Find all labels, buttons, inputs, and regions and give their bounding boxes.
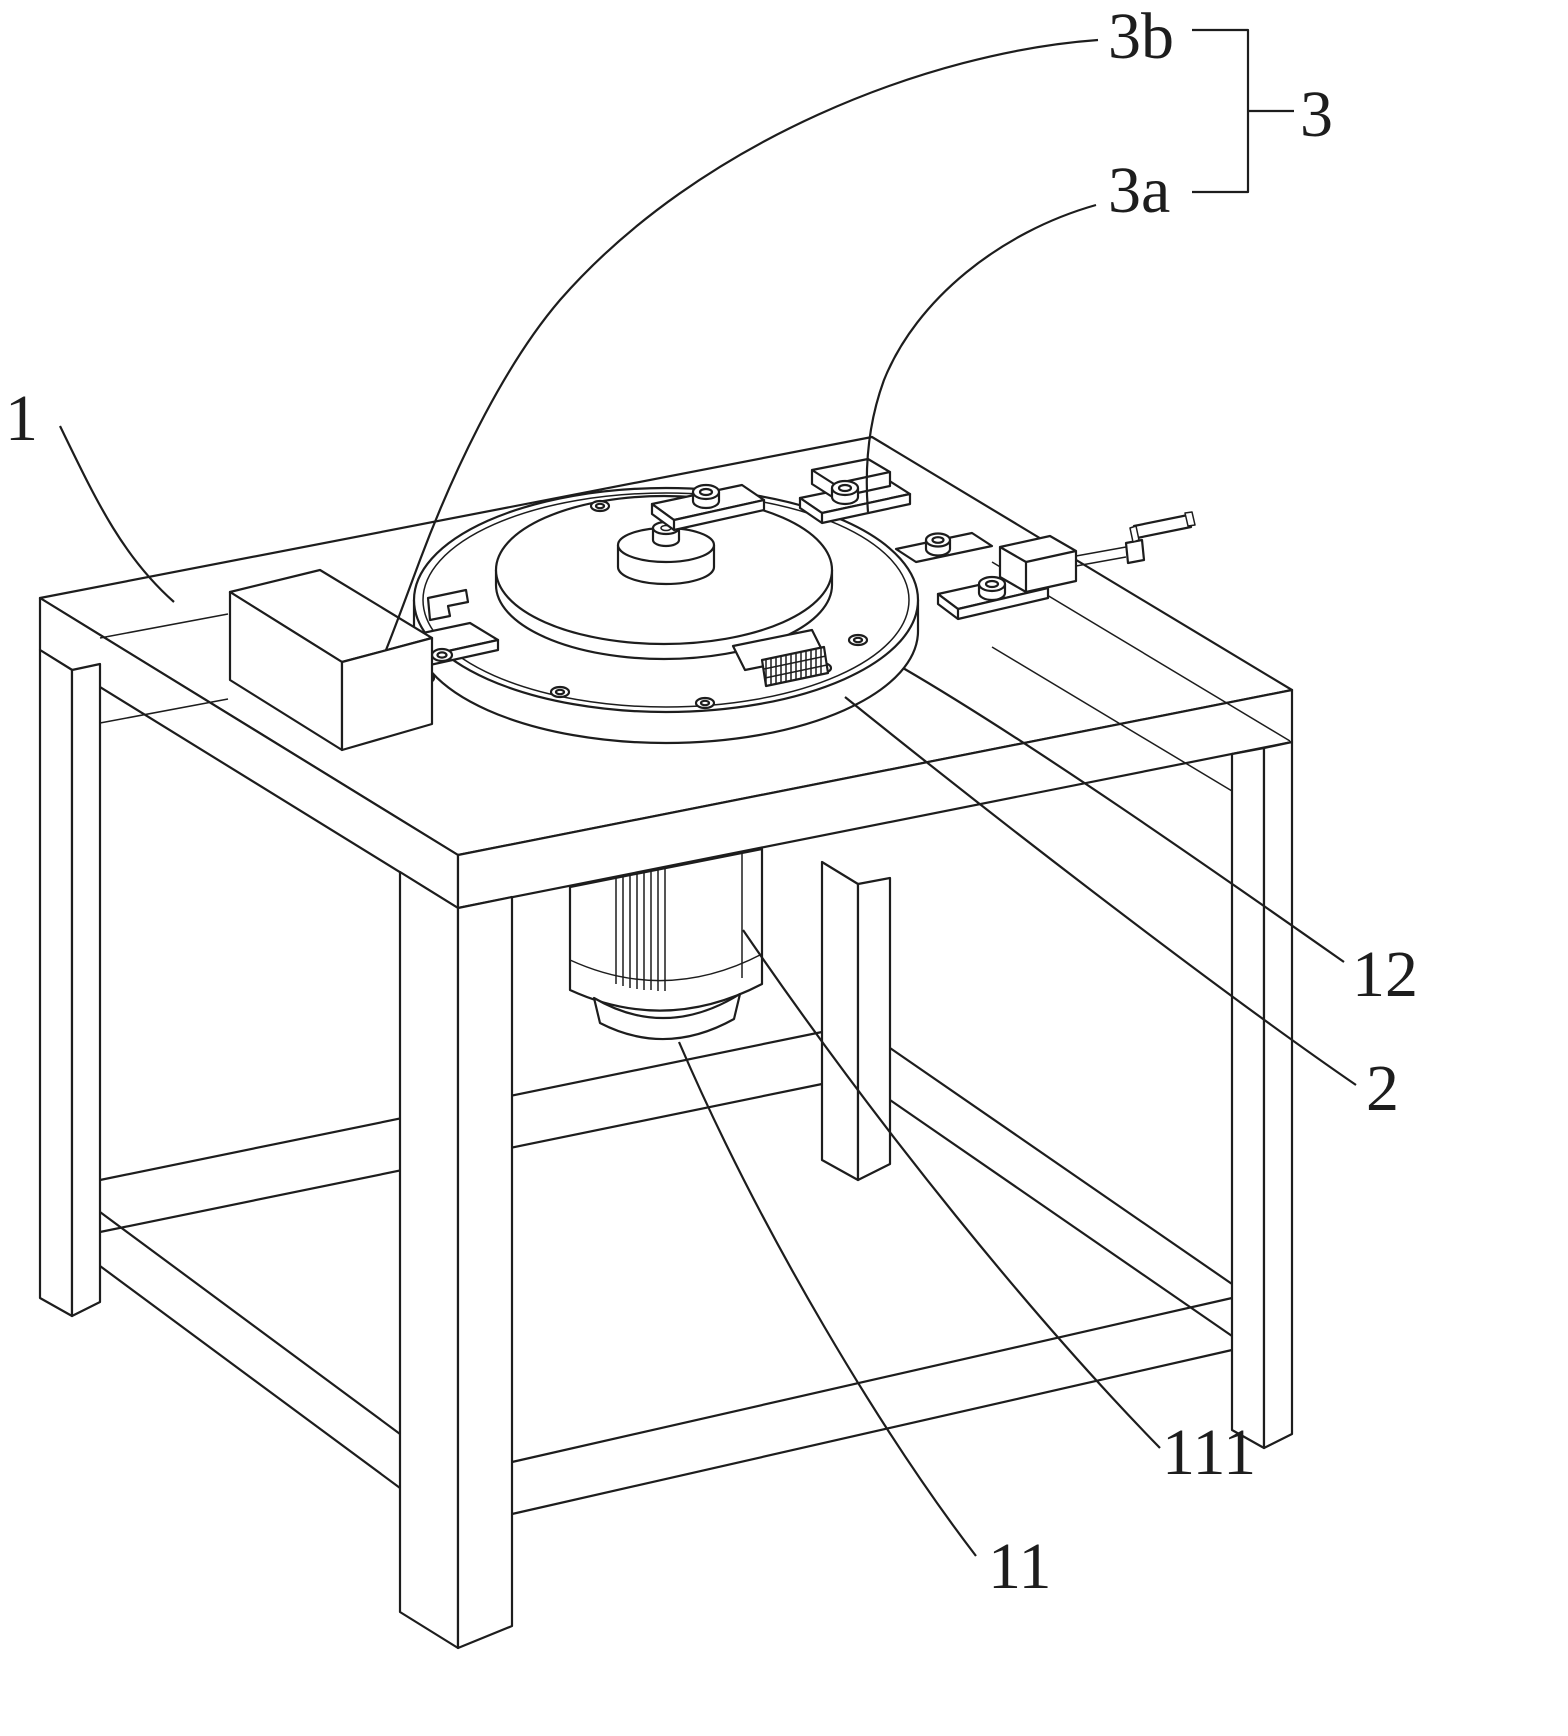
motor-seam [569, 953, 763, 982]
t-handle-end-caps [1129, 511, 1196, 543]
right-clamp-bolt [977, 575, 1007, 602]
knurl-hatch [765, 648, 822, 686]
leader-111 [742, 929, 1161, 1449]
rotary-disc [412, 486, 920, 745]
left-clamp [228, 568, 500, 752]
left-leg-face-b [70, 662, 102, 1318]
stretcher-front-right-top [511, 1296, 1233, 1464]
lead-screw-collar [1124, 538, 1146, 565]
leader-lines [59, 28, 1357, 1557]
label-3: 3 [1300, 78, 1333, 151]
press-plate-3-bolt [924, 532, 952, 557]
left-leg-face-a [38, 648, 74, 1318]
t-handle [1132, 513, 1193, 540]
motor [568, 847, 764, 1041]
leader-12 [902, 667, 1345, 963]
front-leg-face-a [398, 870, 460, 1650]
back-leg-face-left [820, 860, 860, 1182]
label-11: 11 [988, 1530, 1052, 1603]
label-3b: 3b [1108, 0, 1174, 73]
bracket-3 [1192, 28, 1294, 194]
motor-body [568, 847, 764, 1012]
stretcher-front-left-top [99, 1211, 401, 1435]
leader-1 [59, 425, 175, 603]
leader-2 [844, 696, 1357, 1086]
right-clamp [936, 511, 1196, 621]
left-block-side [340, 636, 434, 752]
press-plate-2-side [798, 492, 912, 525]
back-right-apron-bottom [991, 646, 1233, 792]
press-plate-1-bolt [691, 483, 721, 510]
back-left-apron-bottom [99, 698, 229, 724]
motor-end-cap [592, 992, 742, 1041]
table-legs [38, 648, 1294, 1650]
label-3a: 3a [1108, 154, 1170, 227]
disc-rim-inner-line [422, 492, 910, 708]
stretcher-back-right-bottom [889, 1099, 1233, 1337]
motor-shaft-hatch [615, 852, 743, 991]
back-leg-face-right [856, 876, 892, 1182]
label-1: 1 [5, 382, 38, 455]
stop-bracket [426, 588, 470, 622]
right-leg-face-b [1262, 740, 1294, 1450]
top-clamps [650, 457, 994, 564]
right-leg-face-a [1230, 746, 1266, 1450]
press-plate-2-bolt [830, 479, 860, 506]
label-2: 2 [1366, 1052, 1399, 1125]
reference-labels: 1 3b 3a 3 12 2 111 11 [5, 0, 1418, 1603]
lead-screw-rod [1075, 546, 1127, 567]
leader-3a [865, 203, 1097, 513]
leader-3b [384, 38, 1099, 651]
press-plate-1-side [650, 498, 766, 532]
label-111: 111 [1162, 1416, 1256, 1489]
front-leg-face-b [456, 895, 514, 1650]
right-clamp-plate-side [936, 586, 1050, 621]
stretcher-front-left-bottom [99, 1265, 401, 1489]
label-12: 12 [1352, 938, 1418, 1011]
rim-knurled-slot [731, 628, 830, 688]
right-clamp-block [998, 534, 1078, 594]
back-left-underside-edge [99, 613, 229, 639]
leader-11 [677, 1041, 977, 1557]
stretcher-back-right-top [889, 1047, 1233, 1285]
stretcher-front-right-bottom [511, 1348, 1233, 1516]
front-stretchers [99, 1211, 1233, 1516]
